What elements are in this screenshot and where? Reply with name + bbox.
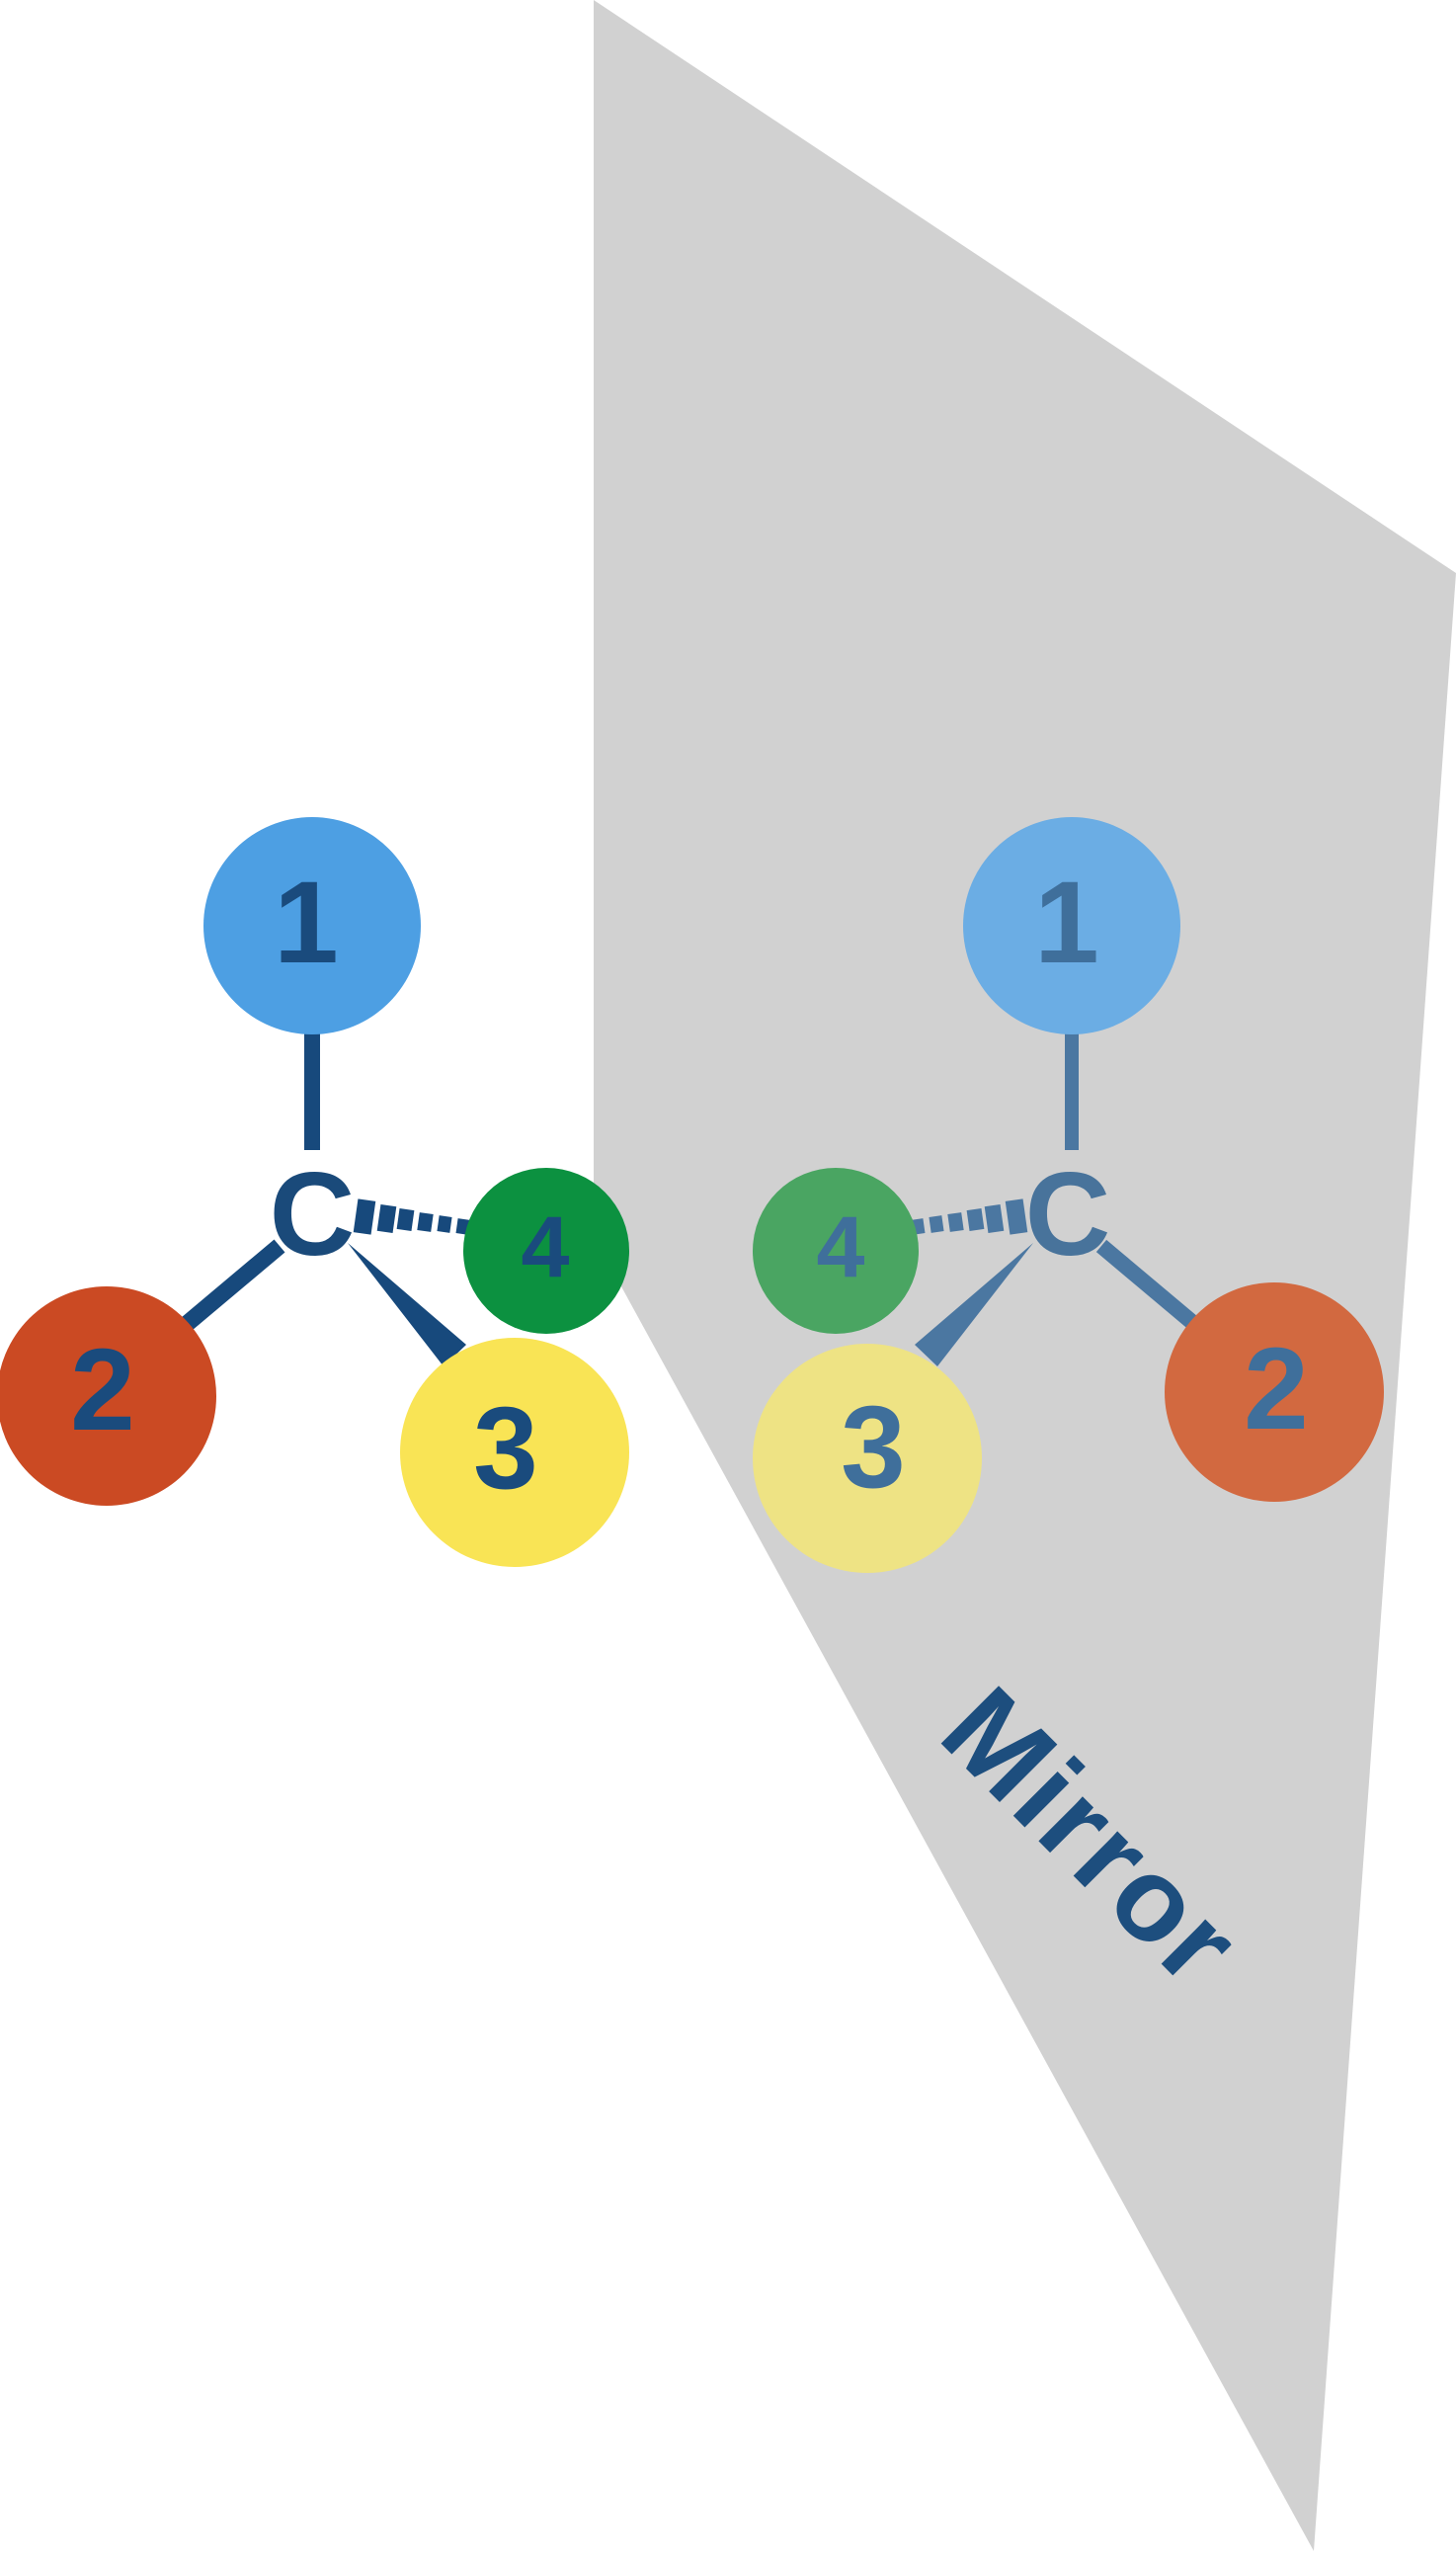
right-solid-wedge-bond	[915, 1243, 1033, 1366]
right-hashed-wedge-bond	[910, 1198, 1028, 1235]
left-hashed-wedge-bond	[353, 1198, 471, 1235]
hash-dash	[1005, 1198, 1028, 1235]
left-substituent-3-label: 3	[473, 1383, 538, 1514]
left-solid-wedge-bond	[348, 1243, 466, 1366]
hash-dash	[376, 1204, 397, 1233]
left-substituent-1-label: 1	[274, 858, 339, 988]
right-substituent-1-label: 1	[1034, 858, 1099, 988]
left-substituent-4-circle	[463, 1168, 629, 1334]
left-carbon-label: C	[270, 1148, 356, 1280]
left-substituent-3-circle	[400, 1338, 629, 1567]
right-substituent-3-label: 3	[841, 1382, 906, 1513]
hash-dash	[353, 1198, 376, 1235]
right-molecule: C 1 2 3 4	[753, 817, 1384, 1573]
right-substituent-3-circle	[753, 1344, 982, 1573]
left-molecule: C 1 2 3 4	[0, 817, 629, 1567]
hash-dash	[984, 1204, 1005, 1233]
hash-dash	[929, 1215, 944, 1233]
hash-dash	[966, 1208, 985, 1231]
hash-dash	[437, 1215, 452, 1233]
right-substituent-4-circle	[753, 1168, 919, 1334]
right-carbon-label: C	[1025, 1148, 1111, 1280]
left-substituent-1-circle	[203, 817, 421, 1034]
hash-dash	[947, 1212, 964, 1232]
right-substituent-1-circle	[963, 817, 1180, 1034]
left-substituent-4-label: 4	[522, 1198, 570, 1296]
right-substituent-2-circle	[1165, 1282, 1384, 1502]
right-substituent-2-label: 2	[1244, 1324, 1309, 1454]
left-substituent-2-label: 2	[70, 1325, 135, 1455]
right-substituent-4-label: 4	[817, 1198, 865, 1296]
left-substituent-2-circle	[0, 1286, 216, 1506]
hash-dash	[396, 1208, 415, 1231]
mirror-plane	[594, 0, 1456, 2551]
hash-dash	[417, 1212, 434, 1232]
